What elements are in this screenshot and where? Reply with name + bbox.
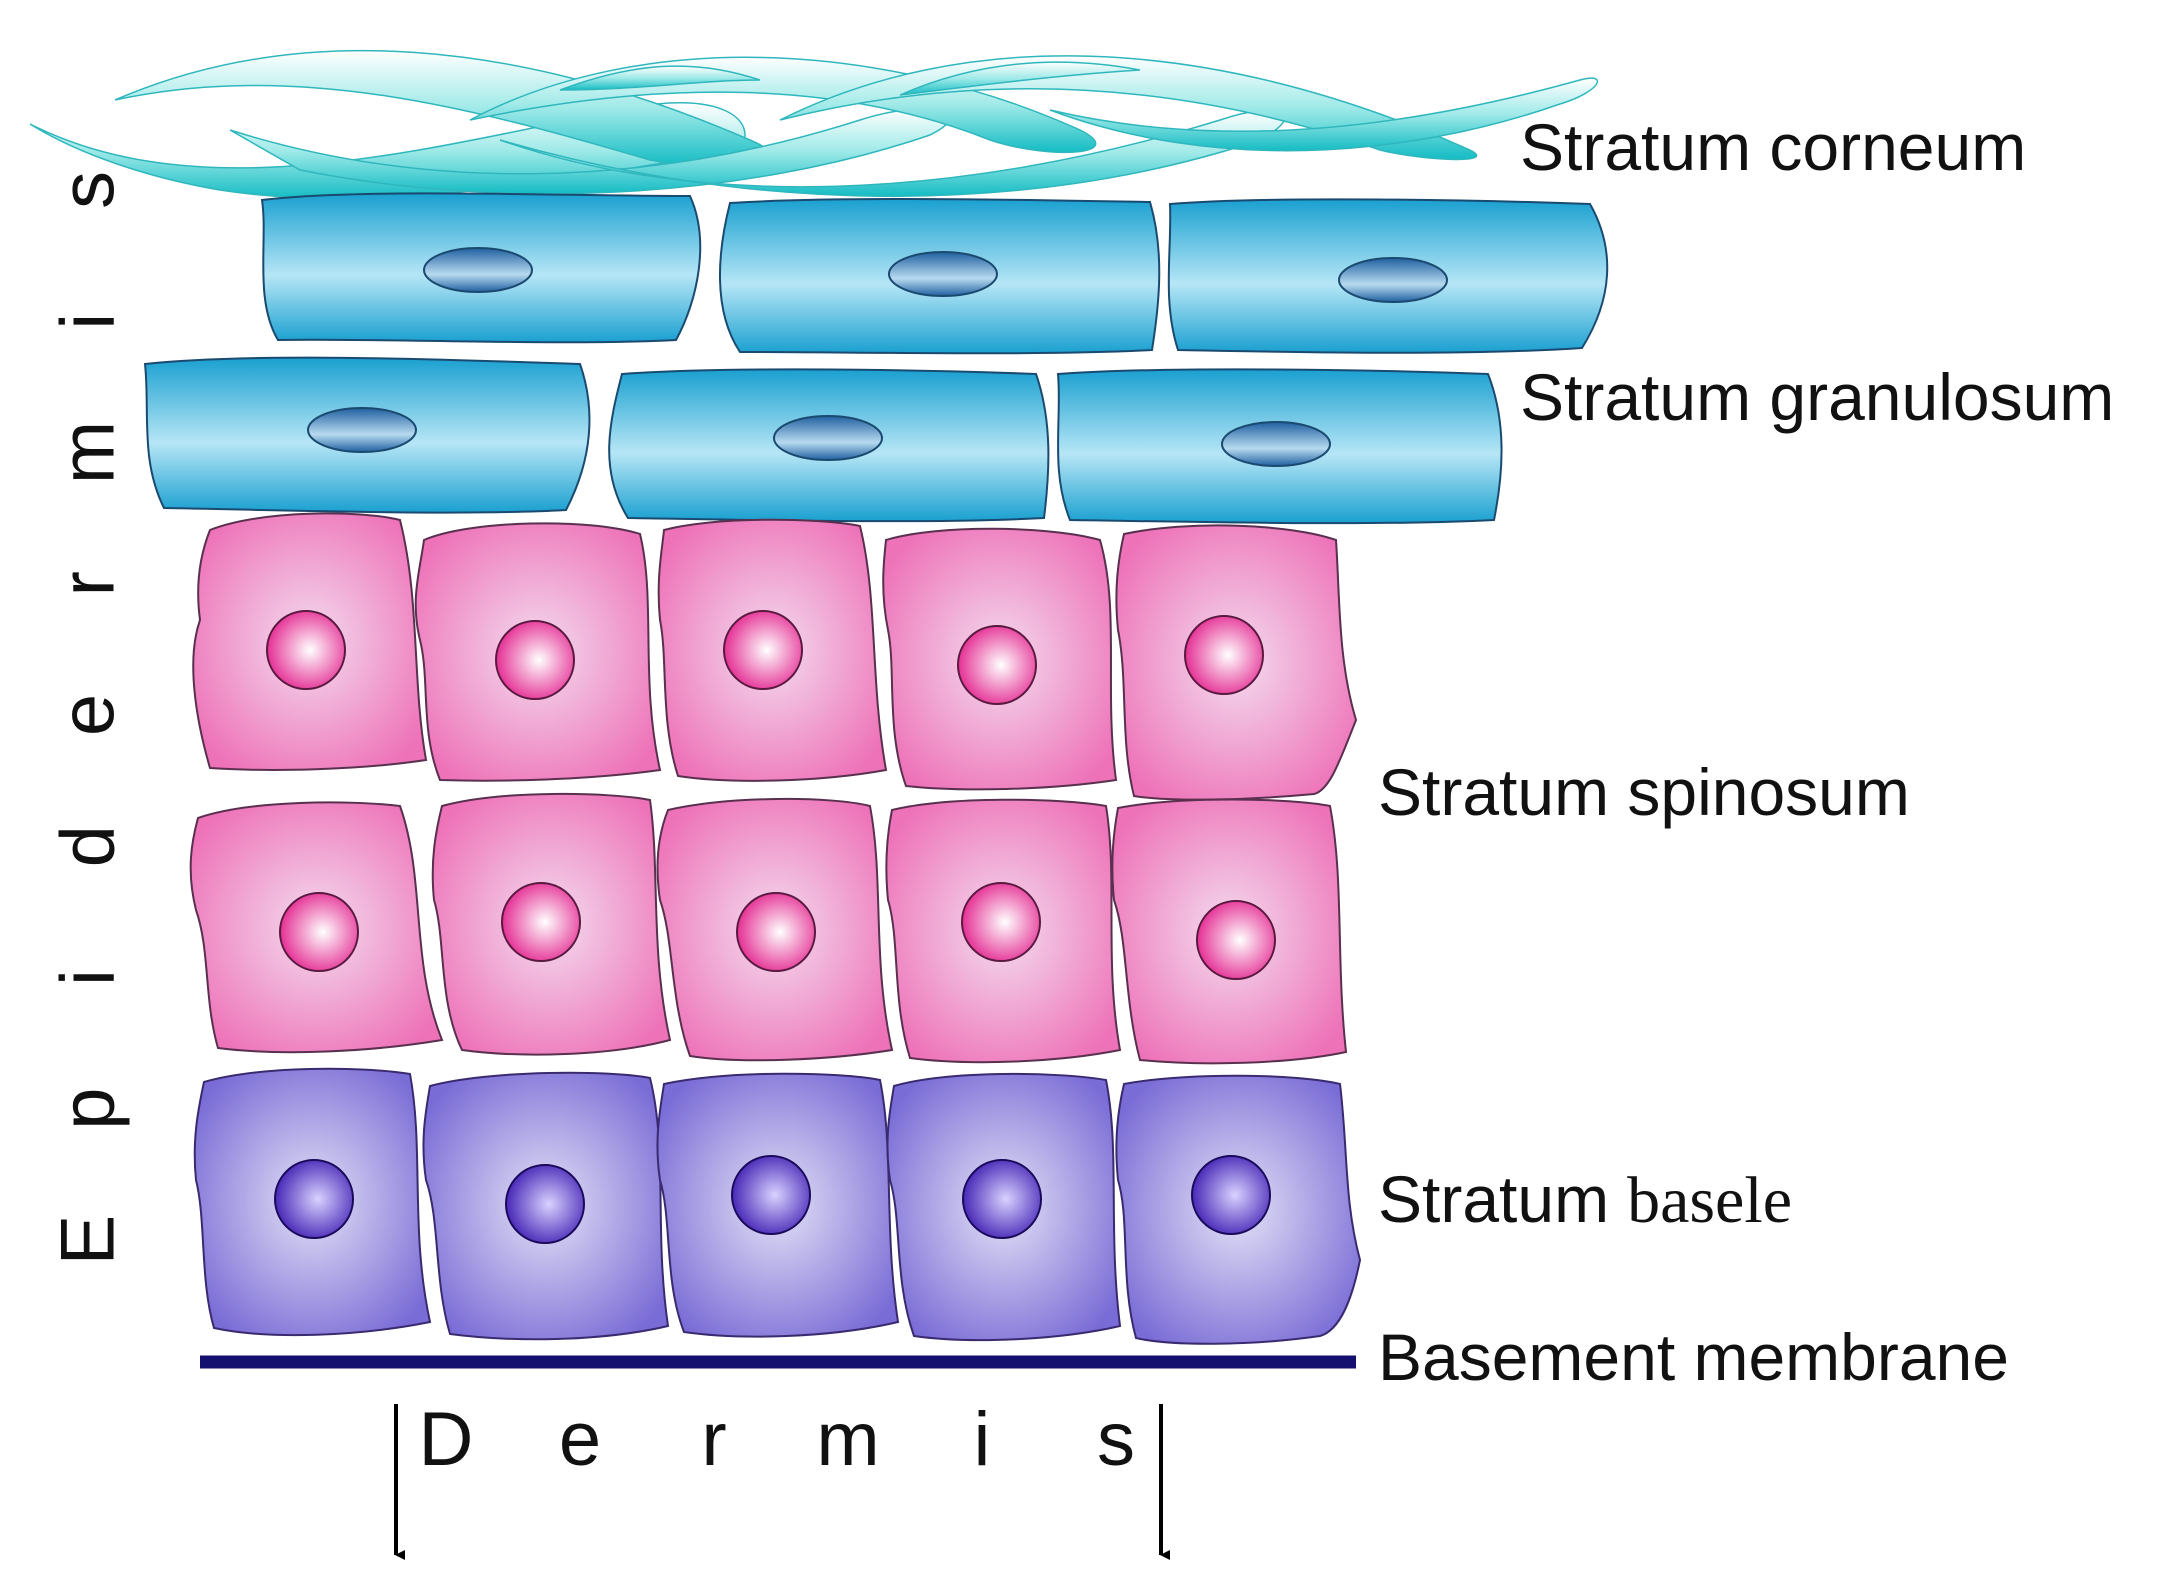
label-basement-membrane: Basement membrane: [1378, 1320, 2009, 1394]
basale-nucleus: [962, 1159, 1042, 1239]
label-basale-word2: basele: [1627, 1164, 1792, 1237]
stratum-granulosum-layer: [143, 192, 1609, 525]
epidermis-letter: E: [46, 1215, 131, 1266]
basale-nucleus: [274, 1159, 354, 1239]
label-stratum-spinosum: Stratum spinosum: [1378, 755, 1910, 829]
dermis-letter: m: [816, 1397, 879, 1482]
epidermis-letter: s: [46, 171, 131, 209]
epidermis-letter: m: [46, 421, 131, 484]
epidermis-letter: d: [46, 825, 131, 867]
epidermis-letter: e: [46, 694, 131, 736]
spinosum-nucleus: [1184, 615, 1264, 695]
basale-nucleus: [731, 1155, 811, 1235]
spinosum-nucleus: [723, 610, 803, 690]
epidermis-letter: r: [46, 571, 131, 596]
spinosum-nucleus: [1196, 900, 1276, 980]
basale-nucleus: [505, 1164, 585, 1244]
corneum-cell: [559, 65, 761, 91]
granulosum-nucleus: [1338, 257, 1448, 303]
granulosum-nucleus: [888, 251, 998, 297]
spinosum-nucleus: [495, 620, 575, 700]
label-basale-word1: Stratum: [1378, 1162, 1609, 1236]
epidermis-letter: i: [46, 313, 131, 330]
dermis-letter: r: [701, 1397, 726, 1482]
spinosum-nucleus: [957, 625, 1037, 705]
spinosum-nucleus: [736, 892, 816, 972]
label-stratum-corneum: Stratum corneum: [1520, 110, 2026, 184]
epidermis-letter: i: [46, 969, 131, 986]
epidermis-side-label: Ep i d e r m i s: [46, 171, 131, 1265]
dermis-letter: i: [974, 1397, 991, 1482]
corneum-cell: [1049, 77, 1599, 152]
granulosum-nucleus: [1221, 421, 1331, 467]
stratum-corneum-layer: [29, 49, 1599, 200]
dermis-letter: D: [419, 1397, 474, 1482]
dermis-letter: s: [1097, 1397, 1135, 1482]
dermis-letter: e: [559, 1397, 601, 1482]
label-stratum-granulosum: Stratum granulosum: [1520, 360, 2114, 434]
spinosum-nucleus: [279, 892, 359, 972]
spinosum-nucleus: [501, 882, 581, 962]
spinosum-nucleus: [266, 610, 346, 690]
spinosum-nucleus: [961, 882, 1041, 962]
granulosum-nucleus: [773, 415, 883, 461]
granulosum-nucleus: [423, 247, 533, 293]
basale-nucleus: [1191, 1155, 1271, 1235]
stratum-spinosum-layer: [189, 512, 1358, 1065]
granulosum-nucleus: [307, 407, 417, 453]
epidermis-letter: p: [46, 1088, 131, 1130]
stratum-basale-layer: [193, 1067, 1362, 1345]
corneum-cell: [899, 61, 1141, 96]
